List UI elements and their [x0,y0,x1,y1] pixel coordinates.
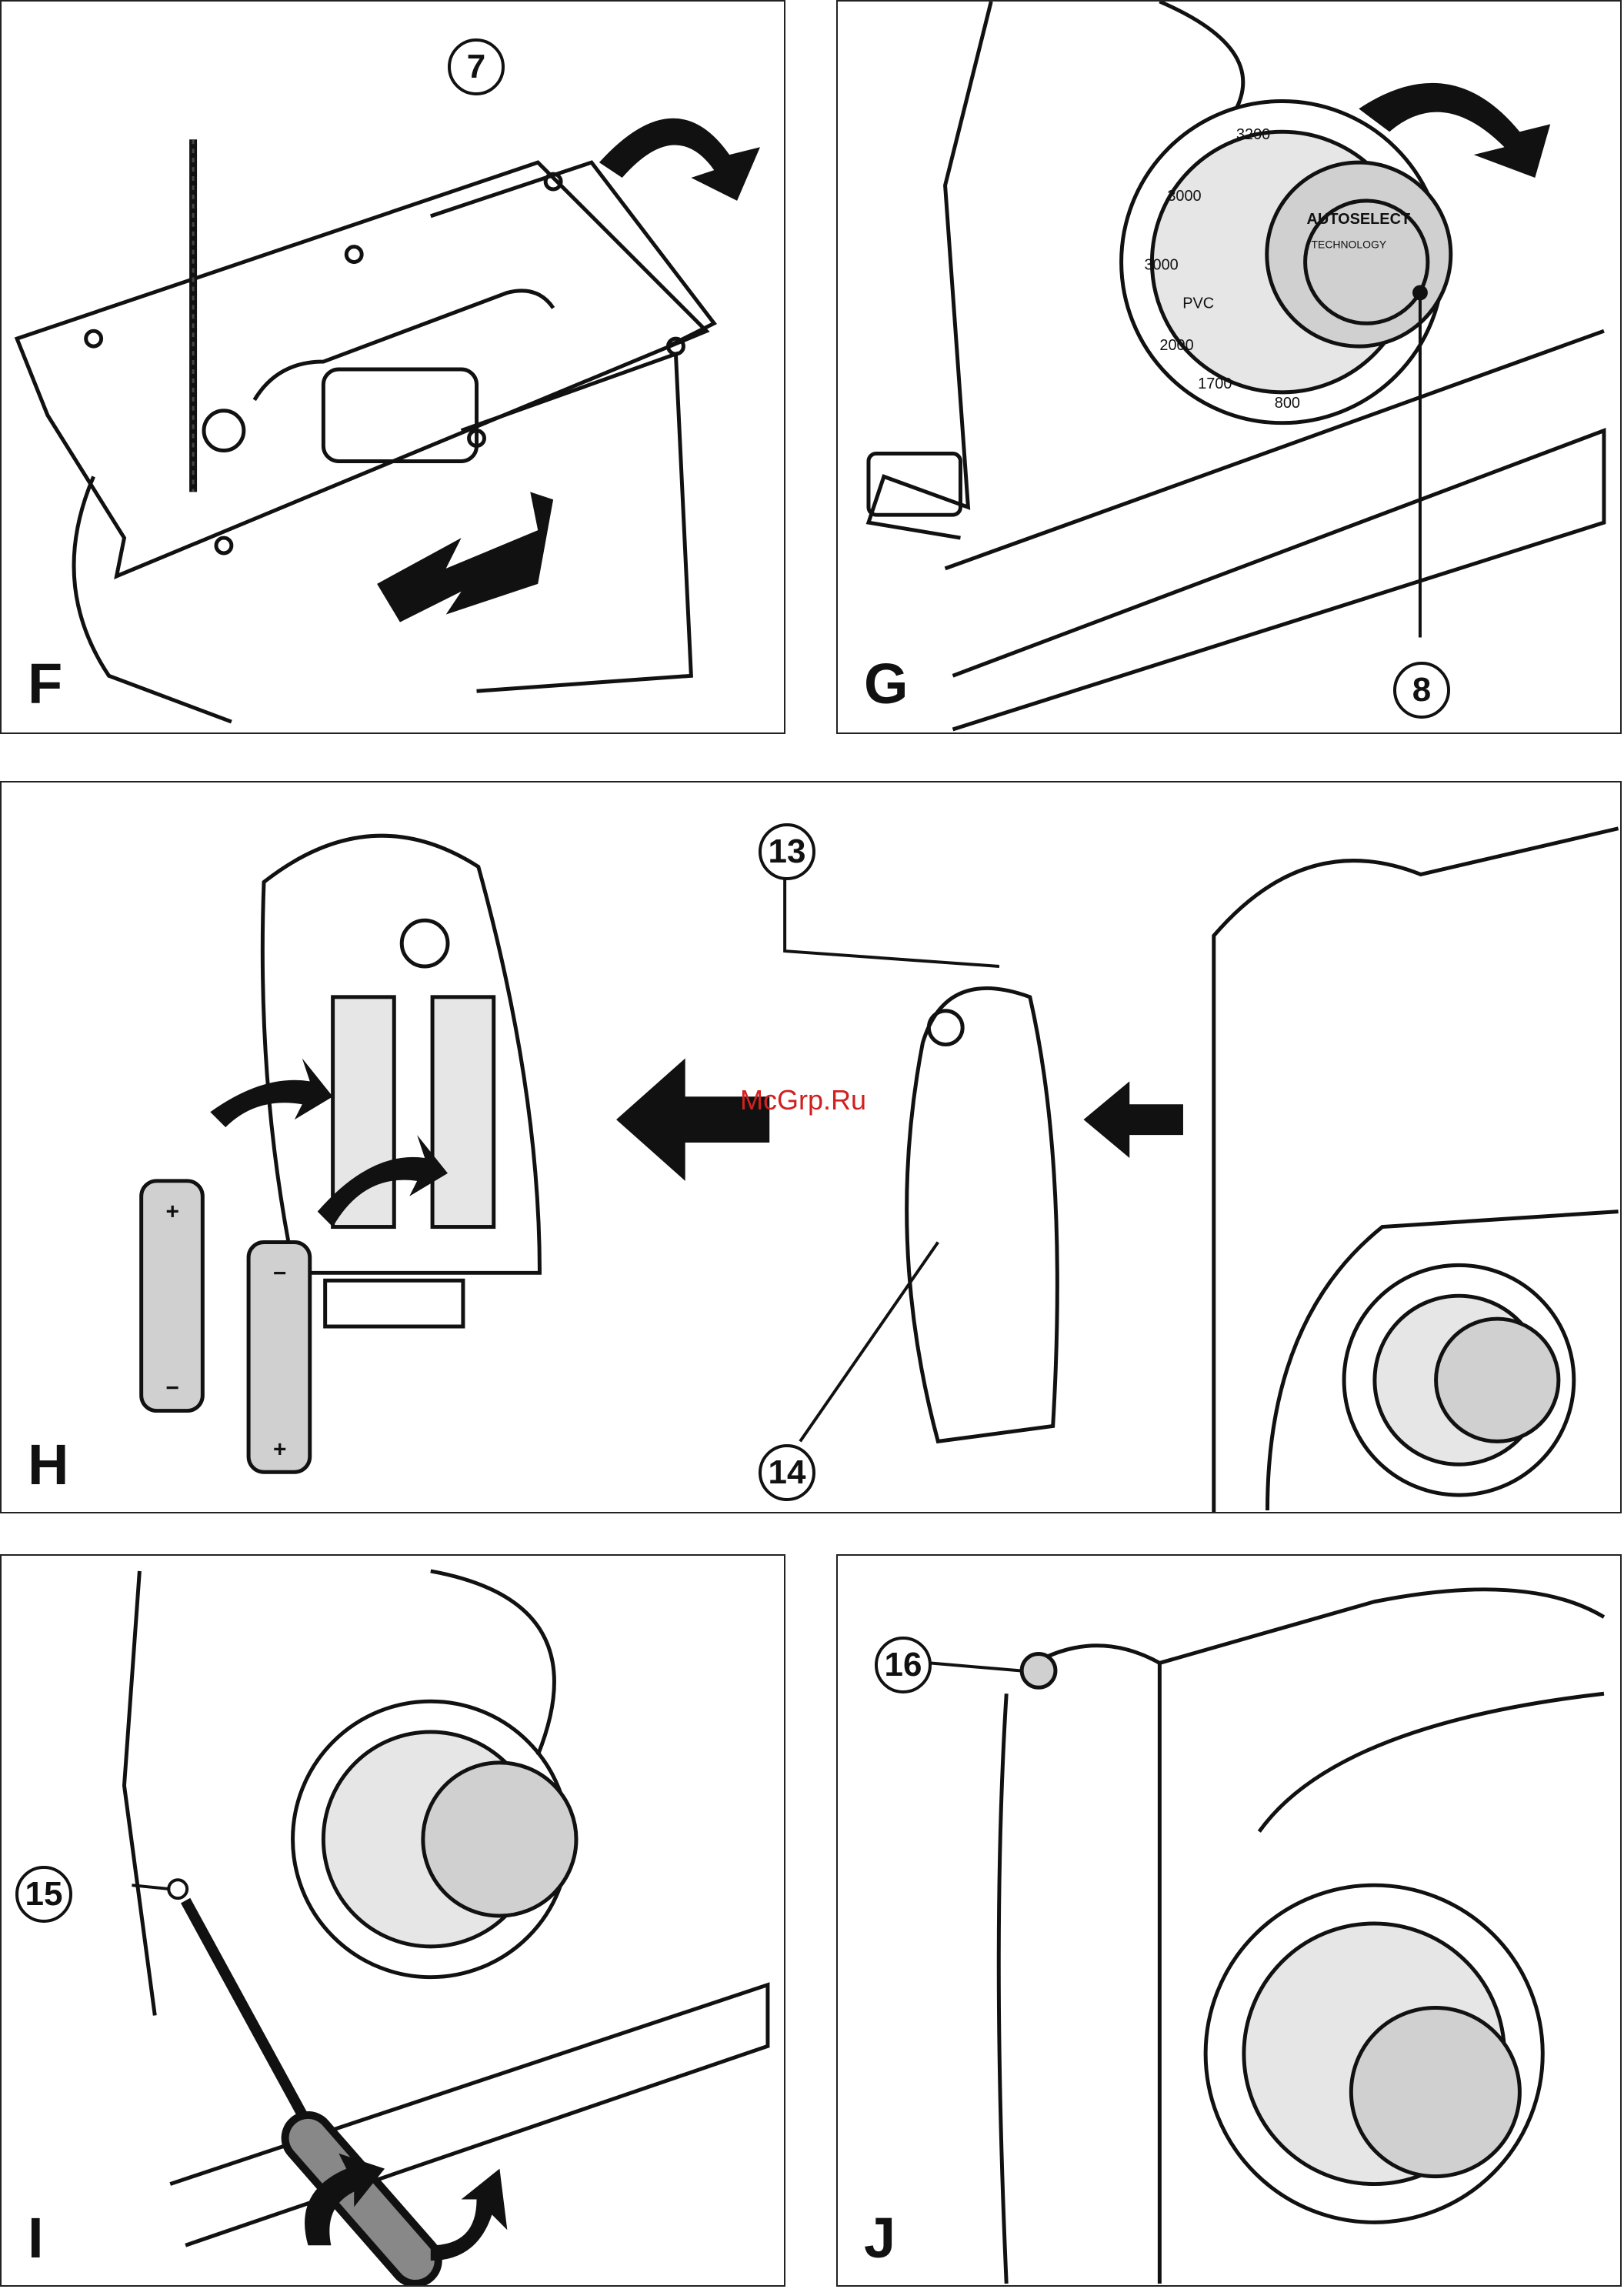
baseplate-illustration [14,118,760,724]
led-light-illustration [929,1587,1606,2284]
panel-letter-f: F [28,652,63,716]
callout-15: 15 [15,1866,72,1923]
battery-1-minus: − [166,1376,179,1401]
battery-2-minus: − [273,1260,286,1286]
dial-brand-sub: TECHNOLOGY [1312,239,1387,251]
callout-16: 16 [875,1637,932,1693]
battery-2-plus: + [273,1436,286,1462]
panel-h: + − − + McGrp.Ru 13 14 H [0,781,1622,1513]
panel-i: 15 I [0,1554,785,2287]
panel-letter-h: H [28,1433,69,1497]
callout-13: 13 [759,823,815,880]
callout-8: 8 [1393,662,1450,719]
battery-1 [139,1179,205,1413]
callout-14: 14 [759,1444,815,1501]
battery-2 [246,1240,312,1474]
dial-label-3200: 3200 [1236,126,1270,143]
dial-label-800: 800 [1275,395,1300,412]
panel-letter-g: G [864,652,909,716]
panel-letter-j: J [864,2206,896,2270]
panel-letter-i: I [28,2206,44,2270]
dial-label-3000b: 3000 [1144,257,1178,274]
dial-label-1700: 1700 [1198,375,1232,392]
panel-g: 3200 3000 3000 PVC 2000 1700 800 AUTOSEL… [836,0,1622,734]
dial-label-2000: 2000 [1159,337,1193,354]
speed-dial-illustration: 3200 3000 3000 PVC 2000 1700 800 AUTOSEL… [865,2,1606,732]
dial-label-3000: 3000 [1167,188,1201,205]
watermark: McGrp.Ru [740,1084,867,1116]
battery-1-plus: + [166,1200,179,1225]
dial-brand: AUTOSELECT [1307,211,1411,228]
panel-f: 7 F [0,0,785,734]
dial-label-pvc: PVC [1182,295,1214,312]
panel-j: 16 J [836,1554,1622,2287]
callout-7: 7 [448,38,505,95]
battery-compartment-illustration: + − − + [139,826,1619,1512]
screwdriver-adjustment-illustration [122,1569,770,2285]
